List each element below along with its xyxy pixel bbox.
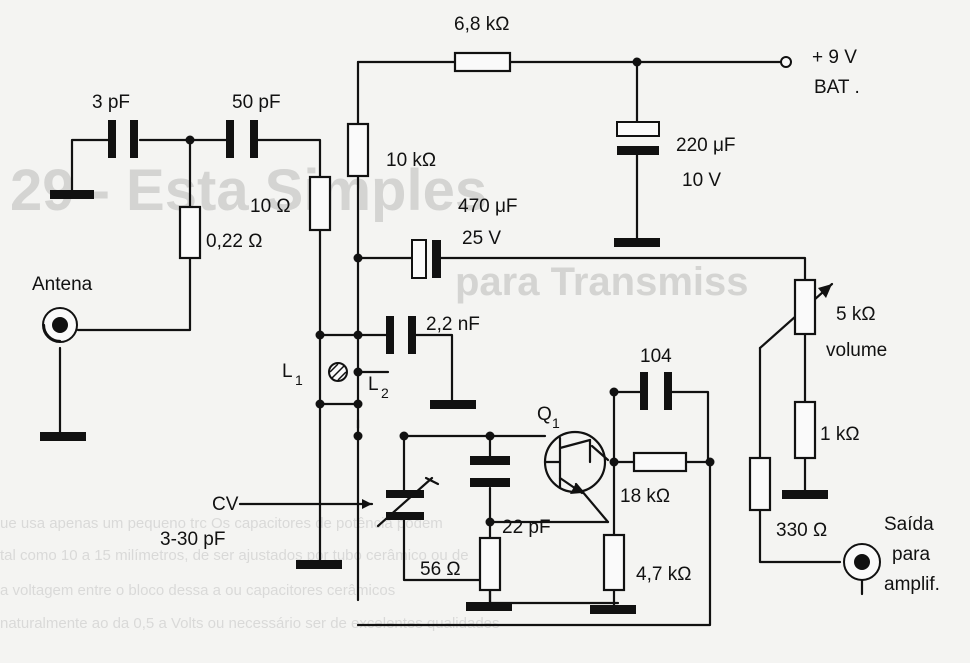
resistors (178, 51, 817, 592)
label-c-filter-value: 220 μF (676, 135, 736, 156)
label-c-coupling-value: 470 μF (458, 196, 518, 217)
label-c-in2: 50 pF (232, 92, 281, 113)
labels: 6,8 kΩ + 9 V BAT . 3 pF 50 pF 220 μF 10 … (32, 14, 940, 595)
label-l1-sub: 1 (295, 372, 303, 388)
label-l1: L (282, 361, 293, 382)
output-jack-icon (843, 543, 881, 596)
resistor-56 (478, 536, 502, 592)
grounds (40, 190, 828, 614)
label-c-in1: 3 pF (92, 92, 130, 113)
label-c-104: 104 (640, 346, 672, 367)
potentiometer-5k (793, 278, 817, 336)
label-supply-voltage: + 9 V (812, 47, 857, 68)
label-c-bypass: 2,2 nF (426, 314, 480, 335)
resistor-1k (793, 400, 817, 460)
label-r-18k: 18 kΩ (620, 486, 670, 507)
label-pot-value: 5 kΩ (836, 304, 876, 325)
label-r-10ohm: 10 Ω (250, 196, 291, 217)
label-pot-name: volume (826, 340, 887, 361)
resistor-0-22ohm (178, 205, 202, 260)
junctions (185, 57, 715, 527)
label-cv: CV (212, 494, 239, 515)
label-antenna: Antena (32, 274, 93, 295)
label-q1: Q (537, 404, 552, 425)
bg-line-1: ue usa apenas um pequeno trc Os capacito… (0, 515, 443, 532)
label-cv-range: 3-30 pF (160, 529, 225, 550)
wires (58, 60, 842, 627)
label-output-1: Saída (884, 514, 934, 535)
coil-l1-l2 (328, 362, 348, 382)
label-output-3: amplif. (884, 574, 940, 595)
resistor-6k8 (453, 51, 512, 73)
capacitors (108, 120, 672, 520)
label-r-emitter: 56 Ω (420, 559, 461, 580)
label-r-antenna: 0,22 Ω (206, 231, 262, 252)
resistor-10k (346, 122, 370, 178)
transistor-q1 (543, 430, 607, 495)
label-l2: L (368, 374, 379, 395)
label-l2-sub: 2 (381, 385, 389, 401)
resistor-18k (632, 451, 688, 473)
label-r-330: 330 Ω (776, 520, 827, 541)
bg-line-4: naturalmente ao da 0,5 a Volts ou necess… (0, 615, 500, 632)
label-r-4k7: 4,7 kΩ (636, 564, 691, 585)
cv-arrow-icon (362, 499, 372, 509)
label-r-bias: 10 kΩ (386, 150, 436, 171)
label-r-supply: 6,8 kΩ (454, 14, 509, 35)
bg-heading-2: para Transmiss (455, 260, 749, 304)
label-r-1k: 1 kΩ (820, 424, 860, 445)
label-c-coupling-voltage: 25 V (462, 228, 501, 249)
resistor-330 (748, 456, 772, 512)
resistor-10ohm (308, 175, 332, 232)
label-output-2: para (892, 544, 930, 565)
label-supply-name: BAT . (814, 77, 860, 98)
resistor-4k7 (602, 533, 626, 592)
battery-terminal-icon (780, 56, 792, 68)
label-q1-sub: 1 (552, 415, 560, 431)
antenna-jack-icon (42, 307, 78, 343)
bg-line-3: a voltagem entre o bloco dessa a ou capa… (0, 582, 395, 599)
label-c-filter-voltage: 10 V (682, 170, 721, 191)
pot-arrow-icon (818, 284, 832, 298)
bg-line-2: tal como 10 a 15 milímetros, de ser ajus… (0, 547, 469, 564)
label-c-feedback: 22 pF (502, 517, 551, 538)
background-page-text: 29 - Esta Simples para Transmiss ue usa … (0, 158, 749, 632)
